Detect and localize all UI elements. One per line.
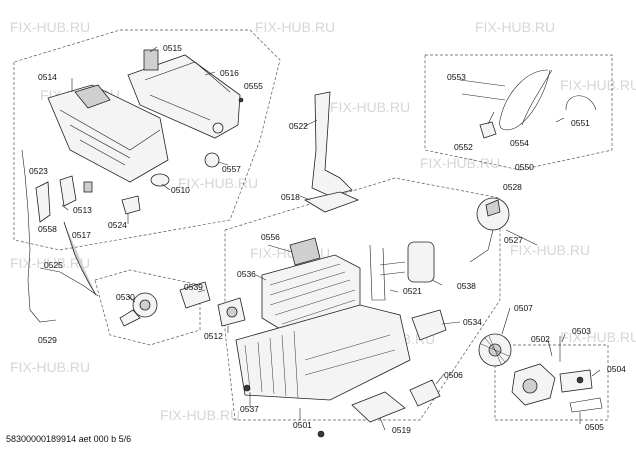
label-0556: 0556	[261, 232, 280, 242]
watermark: FIX-HUB.RU	[255, 19, 335, 35]
label-0557: 0557	[222, 164, 241, 174]
label-0552: 0552	[454, 142, 473, 152]
label-0514: 0514	[38, 72, 57, 82]
gasket-ring	[150, 173, 170, 187]
label-0516: 0516	[220, 68, 239, 78]
base-frame	[235, 304, 411, 401]
label-0527: 0527	[504, 235, 523, 245]
drawer-cover	[127, 49, 241, 139]
drive-motor	[511, 363, 593, 406]
label-0539: 0539	[184, 282, 203, 292]
hose-group-outline	[424, 54, 613, 171]
label-0513: 0513	[73, 205, 92, 215]
detergent-drawer-housing	[47, 84, 169, 183]
sensor-plate	[409, 379, 441, 407]
watermark: FIX-HUB.RU	[510, 242, 590, 258]
drive-belt	[569, 397, 603, 413]
label-0534: 0534	[463, 317, 482, 327]
label-0529: 0529	[38, 335, 57, 345]
label-0554: 0554	[510, 138, 529, 148]
compressor	[369, 241, 435, 301]
label-0538: 0538	[457, 281, 476, 291]
label-0551: 0551	[571, 118, 590, 128]
watermark: FIX-HUB.RU	[10, 359, 90, 375]
spray-nozzle	[59, 175, 77, 207]
label-0501: 0501	[293, 420, 312, 430]
label-0536: 0536	[237, 269, 256, 279]
label-0504: 0504	[607, 364, 626, 374]
watermark: FIX-HUB.RU	[160, 407, 240, 423]
label-0505: 0505	[585, 422, 604, 432]
label-0523: 0523	[29, 166, 48, 176]
pump-group-outline	[94, 269, 201, 346]
fill-hose	[63, 221, 97, 296]
clip-part	[83, 181, 93, 193]
label-0507: 0507	[514, 303, 533, 313]
watermark: FIX-HUB.RU	[10, 255, 90, 271]
label-0517: 0517	[72, 230, 91, 240]
label-0537: 0537	[240, 404, 259, 414]
drain-hose-0525	[39, 267, 99, 297]
hose-kit	[459, 69, 597, 139]
screw	[243, 384, 251, 392]
watermark: FIX-HUB.RU	[560, 329, 636, 345]
label-0525: 0525	[44, 260, 63, 270]
base-gasket	[351, 391, 406, 423]
motor-group-outline	[494, 344, 609, 421]
label-0515: 0515	[163, 43, 182, 53]
leader-lines	[41, 46, 601, 431]
wire-loom	[21, 149, 57, 323]
pump-bracket	[179, 281, 211, 309]
label-0506: 0506	[444, 370, 463, 380]
duct-seal	[303, 191, 360, 213]
flap-part	[121, 195, 141, 215]
label-0528: 0528	[503, 182, 522, 192]
label-0502: 0502	[531, 334, 550, 344]
air-duct	[311, 91, 353, 197]
screw	[317, 430, 325, 438]
label-0524: 0524	[108, 220, 127, 230]
label-0521: 0521	[403, 286, 422, 296]
label-0550: 0550	[515, 162, 534, 172]
label-0555: 0555	[244, 81, 263, 91]
seal-ring	[204, 152, 220, 168]
drain-pump	[217, 297, 246, 327]
watermark: FIX-HUB.RU	[10, 19, 90, 35]
bearing-bracket	[411, 309, 447, 341]
watermark: FIX-HUB.RU	[475, 19, 555, 35]
label-0530: 0530	[116, 292, 135, 302]
drawing-reference-footer: 58300000189914 aet 000 b 5/6	[6, 434, 132, 444]
circulation-pump	[119, 292, 158, 327]
label-0553: 0553	[447, 72, 466, 82]
watermark: FIX-HUB.RU	[560, 77, 636, 93]
label-0510: 0510	[171, 185, 190, 195]
label-0522: 0522	[289, 121, 308, 131]
label-0518: 0518	[281, 192, 300, 202]
valve-bracket	[35, 181, 51, 223]
watermark: FIX-HUB.RU	[420, 155, 500, 171]
fan-wheel	[478, 333, 512, 367]
watermark: FIX-HUB.RU	[178, 175, 258, 191]
label-0503: 0503	[572, 326, 591, 336]
label-0512: 0512	[204, 331, 223, 341]
part-labels: 0515 0514 0516 0555 0557 0510 0524 0523 …	[29, 43, 626, 435]
thermostat-sensor	[469, 197, 510, 263]
small-screw	[238, 97, 244, 103]
label-0519: 0519	[392, 425, 411, 435]
base-group-outline	[224, 177, 501, 421]
watermark: FIX-HUB.RU	[330, 99, 410, 115]
label-0558: 0558	[38, 224, 57, 234]
